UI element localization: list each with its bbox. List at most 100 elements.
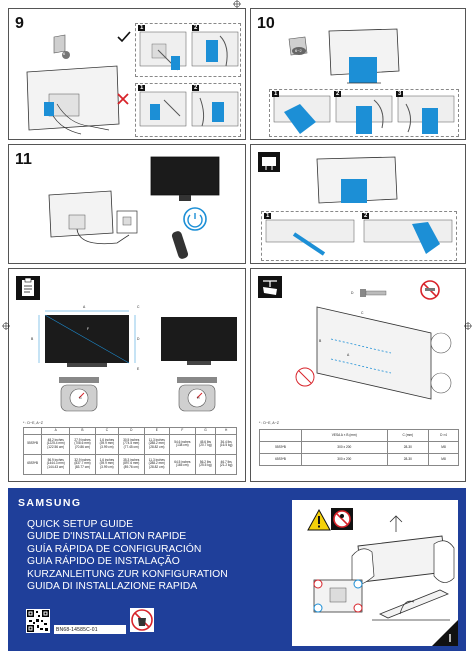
step-9-part-icon	[53, 34, 70, 59]
step-10-panel: 10 6~2 1 2 3	[250, 8, 466, 140]
wall-label-c: C	[361, 311, 364, 315]
wall-mount-warning-icon	[258, 152, 280, 172]
table-cell: 27.9 inches (708.6 mm) (70.86 cm)	[69, 433, 96, 455]
model-cell: 55S9*B	[258, 441, 303, 454]
table-cell: 35.3 inches (897.6 mm) (89.76 cm)	[117, 453, 145, 475]
vesa-table-header-cell	[258, 429, 303, 442]
wall-label-d: D	[351, 291, 354, 295]
dimensions-table-header-cell: C	[94, 427, 119, 435]
step-9-tv-back-illustration	[26, 65, 120, 135]
two-person-lift-illustration	[351, 515, 455, 586]
step-11-number: 11	[15, 151, 32, 168]
dim-label-h: H	[197, 396, 200, 400]
step-11-power-illustration	[48, 190, 138, 245]
registration-mark	[233, 0, 241, 8]
wall-label-b: B	[319, 339, 322, 343]
incorrect-step-1-illustration	[139, 91, 187, 127]
step-9-part-ref: 6	[63, 51, 66, 56]
table-cell: 11.3 inches (288.2 mm) (28.82 cm)	[143, 433, 171, 455]
incorrect-step-1-badge: 1	[138, 85, 146, 91]
dimensions-table-header: A B C D E F G H	[22, 427, 237, 435]
step-11-right-sub-1-illustration	[265, 219, 355, 256]
no-single-person-lift-icon	[331, 508, 353, 530]
document-code-box	[54, 625, 126, 634]
step-9-number: 9	[15, 15, 24, 32]
step-10-part-ref: 6~2	[295, 48, 302, 53]
title-en: QUICK SETUP GUIDE	[27, 519, 134, 530]
step-11-right-sub-2-badge: 2	[362, 213, 370, 219]
document-code: BN68-14585C-01	[56, 627, 98, 633]
table-cell: 56.2 lbs (25.5 kg)	[194, 453, 217, 475]
table-row: 65S9*B 56.9 inches (1444.3 mm) (144.43 c…	[22, 453, 237, 475]
weight-scale-with-stand-illustration	[59, 377, 99, 412]
vesa-table: VESA A × B (mm) C (mm) D ×4 55S9*B 300 x…	[258, 429, 459, 466]
dimensions-table-header-cell: A	[41, 427, 71, 435]
step-10-sub-3-badge: 3	[396, 91, 404, 97]
dimensions-table-header-cell	[22, 427, 43, 435]
dim-label-d: D	[137, 337, 140, 341]
table-cell: 1.6 inches (39.9 mm) (3.99 cm)	[94, 453, 119, 475]
table-cell: 28-30	[386, 441, 430, 454]
step-11-right-tv-illustration	[316, 156, 398, 204]
correct-step-1-illustration	[139, 31, 187, 71]
model-cell: 65S9*B	[22, 453, 43, 475]
table-cell: 45.6 lbs (20.7 kg)	[194, 433, 217, 455]
dimensions-footnote: * : D~E, A~Z	[23, 421, 43, 425]
prohibited-screw-icon	[420, 280, 440, 300]
wall-mount-footnote: * : D~E, A~Z	[259, 421, 279, 425]
dim-label-e: E	[137, 367, 140, 371]
registration-mark	[2, 322, 10, 330]
dim-label-f: F	[87, 327, 90, 331]
title-pt: GUIA RÁPIDO DE INSTALAÇÃO	[27, 556, 180, 568]
vesa-table-header-cell: D ×4	[428, 429, 459, 442]
step-9-incorrect-sequence: 1 2	[135, 83, 241, 137]
tv-lay-down-illustration	[372, 589, 450, 621]
step-11-panel: 11	[8, 144, 246, 264]
step-10-part-icon	[288, 36, 308, 56]
dimensions-table-header-cell: E	[143, 427, 171, 435]
incorrect-step-2-badge: 2	[192, 85, 200, 91]
step-10-sub-2-badge: 2	[334, 91, 342, 97]
step-11-tv-front-illustration	[150, 156, 220, 201]
table-row: 55S9*B 300 x 200 28-30 M8	[258, 441, 459, 454]
step-11-right-sequence: 1 2	[261, 211, 457, 261]
specifications-panel: A B C D E F G H * : D~E, A~Z A B C D E F	[8, 268, 246, 482]
table-cell: 56.9 inches (1444.3 mm) (144.43 cm)	[41, 453, 71, 475]
table-cell: 28-30	[386, 453, 430, 466]
brand-logo: SAMSUNG	[18, 497, 82, 509]
table-row: 65S9*B 300 x 200 28-30 M8	[258, 453, 459, 466]
wall-mount-icon	[258, 276, 282, 298]
dim-label-g: G	[79, 396, 82, 400]
wall-label-a: A	[347, 353, 350, 357]
title-it: GUIDA DI INSTALLAZIONE RAPIDA	[27, 581, 198, 593]
weight-scale-without-stand-illustration	[177, 377, 217, 412]
table-cell: 30.5 inches (774.5 mm) (77.45 cm)	[117, 433, 145, 455]
checkmark-icon	[117, 31, 131, 43]
step-10-sub-3-illustration	[397, 95, 455, 134]
wall-mount-panel: D C A B * : D~E, A~Z VESA A × B (mm) C (…	[250, 268, 466, 482]
step-11-right-sub-1-badge: 1	[264, 213, 272, 219]
screw-icon	[360, 289, 387, 297]
model-cell: 55S9*B	[22, 433, 43, 455]
clipboard-icon	[16, 276, 40, 300]
step-10-tv-stand-illustration	[328, 28, 400, 84]
dimensions-table-header-cell: D	[117, 427, 145, 435]
wall-mount-illustration	[295, 306, 452, 400]
cover-titles: QUICK SETUP GUIDE GUIDE D'INSTALLATION R…	[27, 519, 228, 593]
step-10-sub-1-badge: 1	[272, 91, 280, 97]
incorrect-step-2-illustration	[191, 91, 239, 127]
table-cell: 1.6 inches (39.9 mm) (3.99 cm)	[94, 433, 119, 455]
vesa-table-header: VESA A × B (mm) C (mm) D ×4	[258, 429, 459, 442]
dimensions-table-header-cell: G	[194, 427, 217, 435]
dim-label-c: C	[137, 305, 140, 309]
warning-triangle-icon	[307, 508, 331, 531]
step-10-sub-1-illustration	[273, 95, 331, 134]
step-10-sub-2-illustration	[335, 95, 393, 134]
dimensions-table-header-cell: H	[215, 427, 237, 435]
table-cell: 32.9 inches (837.7 mm) (83.77 cm)	[69, 453, 96, 475]
model-cell: 65S9*B	[258, 453, 303, 466]
table-cell: 64.5 inches (165 cm)	[169, 453, 196, 475]
dim-label-a: A	[83, 305, 86, 309]
dimensions-table: A B C D E F G H 55S9*B 48.2 inches (1225…	[22, 427, 237, 475]
step-10-sequence: 1 2 3	[269, 89, 459, 137]
